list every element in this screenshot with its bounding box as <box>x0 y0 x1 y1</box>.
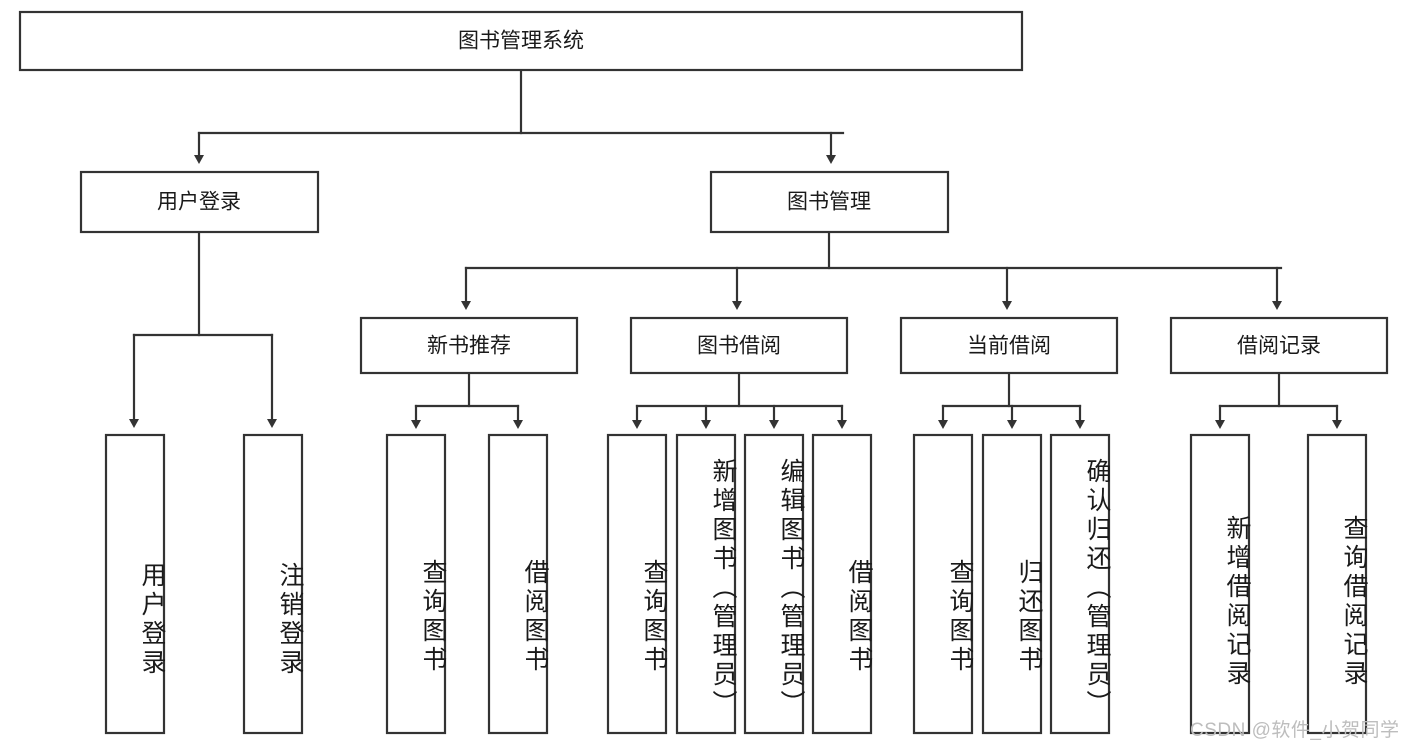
node-new-book-recommend-label: 新书推荐 <box>427 335 511 358</box>
node-current-borrow[interactable]: 当前借阅 <box>899 316 1119 375</box>
node-root-label: 图书管理系统 <box>458 30 584 53</box>
edge-group-current-borrow <box>938 371 1085 429</box>
node-book-manage-box[interactable] <box>709 170 950 234</box>
node-root[interactable]: 图书管理系统 <box>18 10 1024 72</box>
edge-group-user-login <box>129 230 277 428</box>
node-user-login-box[interactable] <box>79 170 320 234</box>
edge-group-book-manage <box>461 230 1283 310</box>
edge-group-new-book-recommend <box>411 371 523 429</box>
node-borrow-record-box[interactable] <box>1169 316 1389 375</box>
leaf-box-add-book[interactable] <box>675 433 737 735</box>
leaf-box-borrow-book-1[interactable] <box>487 433 549 735</box>
leaf-box-add-borrow-record[interactable] <box>1189 433 1251 735</box>
leaf-box-return-book[interactable] <box>981 433 1043 735</box>
node-user-login-label: 用户登录 <box>157 191 241 214</box>
leaf-box-query-book-3[interactable] <box>912 433 974 735</box>
leaf-box-group <box>104 433 1368 735</box>
leaf-box-confirm-return[interactable] <box>1049 433 1111 735</box>
leaf-box-borrow-book-2[interactable] <box>811 433 873 735</box>
leaf-box-user-logout[interactable] <box>242 433 304 735</box>
leaf-box-edit-book[interactable] <box>743 433 805 735</box>
node-borrow-record[interactable]: 借阅记录 <box>1169 316 1389 375</box>
edge-group-book-borrow <box>632 371 847 429</box>
node-borrow-record-label: 借阅记录 <box>1237 335 1321 358</box>
leaf-box-user-login[interactable] <box>104 433 166 735</box>
node-user-login[interactable]: 用户登录 <box>79 170 320 234</box>
node-book-manage-label: 图书管理 <box>787 191 871 214</box>
node-book-borrow[interactable]: 图书借阅 <box>629 316 849 375</box>
leaf-box-query-book-2[interactable] <box>606 433 668 735</box>
node-new-book-recommend-box[interactable] <box>359 316 579 375</box>
node-current-borrow-label: 当前借阅 <box>967 335 1051 358</box>
edge-group-borrow-record <box>1215 371 1342 429</box>
node-book-borrow-label: 图书借阅 <box>697 335 781 358</box>
edge-group-root <box>194 68 845 164</box>
node-new-book-recommend[interactable]: 新书推荐 <box>359 316 579 375</box>
node-book-manage[interactable]: 图书管理 <box>709 170 950 234</box>
node-current-borrow-box[interactable] <box>899 316 1119 375</box>
csdn-watermark: CSDN @软件_小贺同学 <box>1190 720 1400 741</box>
node-book-borrow-box[interactable] <box>629 316 849 375</box>
node-root-box[interactable] <box>18 10 1024 72</box>
leaf-box-query-book-1[interactable] <box>385 433 447 735</box>
leaf-box-query-borrow-record[interactable] <box>1306 433 1368 735</box>
